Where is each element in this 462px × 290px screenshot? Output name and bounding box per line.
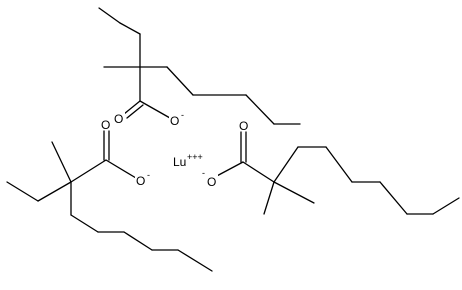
charge-label: - <box>202 168 205 178</box>
carboxylate-top: O O - <box>98 7 301 128</box>
bond <box>126 104 144 119</box>
carboxylate-left: O O - <box>6 117 213 272</box>
oxygen-label: O <box>239 119 248 133</box>
oxygen-label: O <box>170 114 179 128</box>
charge-label: - <box>147 170 150 180</box>
metal-charge: +++ <box>187 152 203 162</box>
bond <box>37 181 72 202</box>
bond <box>6 181 39 202</box>
lutetium-ion: Lu +++ <box>173 152 203 169</box>
bond <box>98 7 121 24</box>
bond <box>379 181 408 215</box>
bond <box>51 141 72 183</box>
bond <box>273 181 315 204</box>
metal-symbol: Lu <box>173 155 186 169</box>
oxygen-label: O <box>101 118 110 132</box>
bond <box>119 22 141 35</box>
bond <box>245 94 275 125</box>
bond <box>139 100 171 119</box>
bond <box>105 159 137 179</box>
bond <box>273 146 299 183</box>
bond <box>70 159 107 183</box>
bond <box>325 146 353 183</box>
bond <box>263 181 275 215</box>
bond <box>432 197 460 215</box>
charge-label: - <box>181 110 184 120</box>
bond <box>242 161 275 183</box>
bond <box>166 66 194 96</box>
bond <box>70 214 99 233</box>
bond <box>123 231 153 251</box>
carboxylate-right: O - O <box>202 118 460 215</box>
oxygen-label: O <box>207 175 216 189</box>
oxygen-label: O <box>136 174 145 188</box>
bond <box>177 249 213 272</box>
oxygen-label: O <box>114 112 123 126</box>
bond <box>123 100 141 115</box>
